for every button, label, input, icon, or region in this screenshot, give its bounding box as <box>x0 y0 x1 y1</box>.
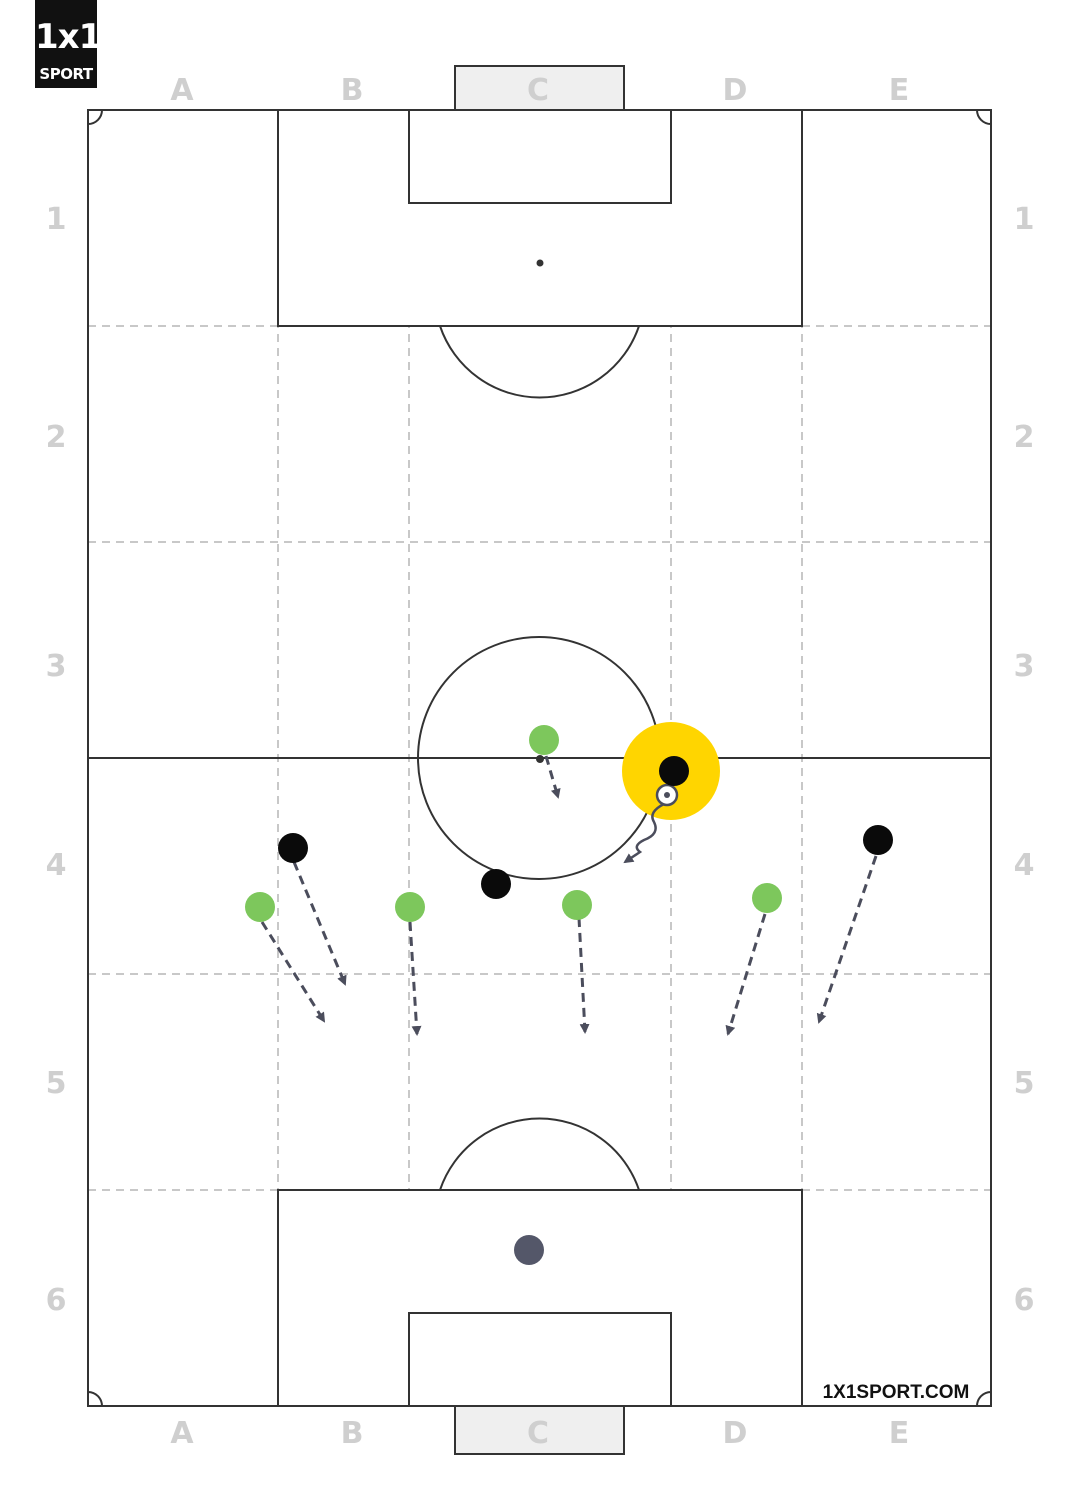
movement-arrow <box>816 855 878 1024</box>
movement-arrows <box>260 755 878 1036</box>
green-player <box>245 892 275 922</box>
movement-arrow <box>260 921 326 1023</box>
col-label-bottom: A <box>170 1416 194 1451</box>
movement-arrow <box>577 917 590 1034</box>
row-label-left: 2 <box>46 420 67 455</box>
col-label-top: E <box>889 73 910 108</box>
row-label-left: 3 <box>46 649 67 684</box>
row-label-right: 5 <box>1014 1066 1035 1101</box>
black-player <box>278 833 308 863</box>
row-label-left: 5 <box>46 1066 67 1101</box>
col-label-bottom: D <box>723 1416 748 1451</box>
col-label-bottom: C <box>527 1416 549 1451</box>
bottom-goal <box>454 1405 625 1455</box>
col-label-top: C <box>527 73 549 108</box>
bottom-goal-box <box>408 1312 672 1407</box>
bottom-penalty-box <box>277 1189 803 1407</box>
row-label-left: 4 <box>46 848 67 883</box>
green-player <box>752 883 782 913</box>
row-label-right: 3 <box>1014 649 1035 684</box>
top-penalty-arc <box>439 325 640 399</box>
corner-arc-tr <box>976 109 992 125</box>
site-watermark: 1X1SPORT.COM <box>823 1382 970 1403</box>
pitch-markings <box>87 109 992 1407</box>
col-label-bottom: E <box>889 1416 910 1451</box>
ball-icon <box>655 783 679 807</box>
movement-arrow <box>725 913 767 1036</box>
black-player <box>863 825 893 855</box>
corner-arc-bl <box>87 1391 103 1407</box>
black-player <box>481 869 511 899</box>
top-penalty-spot <box>536 259 544 267</box>
green-player <box>562 890 592 920</box>
top-goal-box <box>408 109 672 204</box>
col-label-top: A <box>170 73 194 108</box>
center-spot <box>536 755 544 763</box>
corner-arc-tl <box>87 109 103 125</box>
ball-marker <box>514 1235 544 1265</box>
row-label-right: 2 <box>1014 420 1035 455</box>
row-label-right: 6 <box>1014 1283 1035 1318</box>
top-goal <box>454 65 625 111</box>
col-label-bottom: B <box>341 1416 364 1451</box>
bottom-penalty-arc <box>439 1117 640 1191</box>
movement-arrow <box>292 861 347 986</box>
logo-mark: 1x1 <box>35 17 102 57</box>
col-label-top: D <box>723 73 748 108</box>
green-player <box>529 725 559 755</box>
green-player <box>395 892 425 922</box>
top-penalty-box <box>277 109 803 327</box>
row-label-left: 1 <box>46 202 67 237</box>
movement-arrow <box>544 755 561 799</box>
black-player-with-ball <box>659 756 689 786</box>
row-label-right: 4 <box>1014 848 1035 883</box>
dribble-arrow <box>623 802 665 864</box>
col-label-top: B <box>341 73 364 108</box>
corner-arc-br <box>976 1391 992 1407</box>
brand-logo: 1x1 SPORT <box>35 0 102 88</box>
row-label-left: 6 <box>46 1283 67 1318</box>
row-label-right: 1 <box>1014 202 1035 237</box>
movement-arrow <box>408 921 422 1036</box>
logo-word: SPORT <box>39 65 93 83</box>
